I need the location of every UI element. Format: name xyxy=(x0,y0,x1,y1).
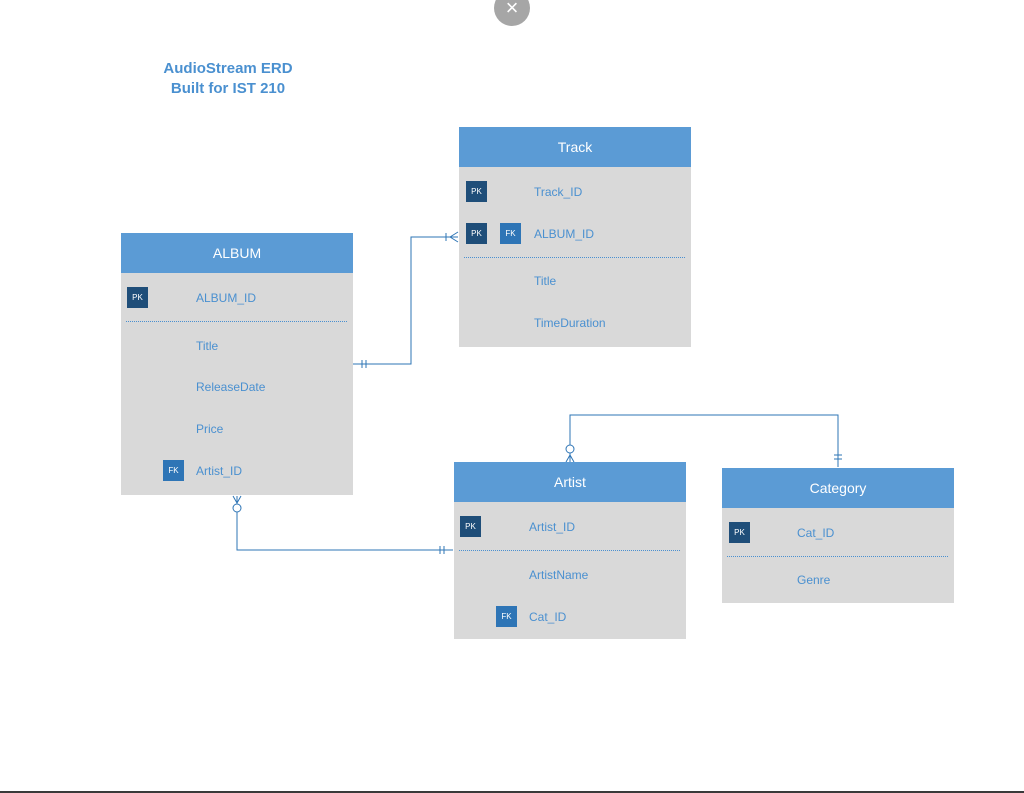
track-attr-row: Title xyxy=(459,270,691,292)
album-crowfoot-1 xyxy=(232,495,238,504)
album-zero-circle xyxy=(232,503,242,513)
artist-crowfoot-2 xyxy=(569,454,575,463)
category-key-divider xyxy=(727,556,948,557)
entity-track-header: Track xyxy=(459,127,691,167)
album-title-field: Title xyxy=(196,339,219,353)
artist-artistname-field: ArtistName xyxy=(529,568,589,582)
track-timeduration-field: TimeDuration xyxy=(534,316,606,330)
pk-badge: PK xyxy=(460,516,481,537)
entity-track[interactable]: Track PK Track_ID PK FK ALBUM_ID Title T… xyxy=(459,127,691,347)
artist-zero-circle xyxy=(565,444,575,454)
track-pk-field: Track_ID xyxy=(534,185,583,199)
album-fk-field: Artist_ID xyxy=(196,464,243,478)
album-track-relationship-line xyxy=(353,236,458,365)
close-button[interactable]: × xyxy=(494,0,530,26)
album-crowfoot-2 xyxy=(236,495,242,504)
artist-crowfoot-1 xyxy=(565,454,571,463)
diagram-title-line1: AudioStream ERD xyxy=(163,60,293,77)
fk-badge: FK xyxy=(496,606,517,627)
pk-badge: PK xyxy=(466,181,487,202)
track-crowfoot-2 xyxy=(449,236,459,243)
entity-artist[interactable]: Artist PK Artist_ID ArtistName FK Cat_ID xyxy=(454,462,686,639)
artist-attr-row: ArtistName xyxy=(454,564,686,586)
track-pkfk-field: ALBUM_ID xyxy=(534,227,595,241)
artist-pk-field: Artist_ID xyxy=(529,520,576,534)
artist-fk-field: Cat_ID xyxy=(529,610,567,624)
artist-pk-row: PK Artist_ID xyxy=(454,516,686,538)
artist-category-relationship-line xyxy=(569,414,839,467)
album-fk-row: FK Artist_ID xyxy=(121,460,353,482)
fk-badge: FK xyxy=(500,223,521,244)
pk-badge: PK xyxy=(127,287,148,308)
entity-artist-header: Artist xyxy=(454,462,686,502)
album-pk-field: ALBUM_ID xyxy=(196,291,257,305)
category-pk-row: PK Cat_ID xyxy=(722,522,954,544)
track-key-divider xyxy=(464,257,685,258)
diagram-subtitle: Built for IST 210 xyxy=(170,80,286,97)
track-attr-row: TimeDuration xyxy=(459,312,691,334)
album-releasedate-field: ReleaseDate xyxy=(196,380,266,394)
album-attr-row: Title xyxy=(121,335,353,357)
category-attr-row: Genre xyxy=(722,569,954,591)
album-key-divider xyxy=(126,321,347,322)
entity-album[interactable]: ALBUM PK ALBUM_ID Title ReleaseDate Pric… xyxy=(121,233,353,495)
album-artist-relationship-line xyxy=(236,496,453,551)
album-pk-row: PK ALBUM_ID xyxy=(121,287,353,309)
entity-category-header: Category xyxy=(722,468,954,508)
diagram-title: AudioStream ERD Built for IST 210 xyxy=(128,59,328,99)
album-price-field: Price xyxy=(196,422,224,436)
artist-key-divider xyxy=(459,550,680,551)
category-pk-field: Cat_ID xyxy=(797,526,835,540)
entity-category[interactable]: Category PK Cat_ID Genre xyxy=(722,468,954,603)
artist-fk-row: FK Cat_ID xyxy=(454,606,686,628)
category-genre-field: Genre xyxy=(797,573,831,587)
bottom-border xyxy=(0,791,1024,793)
entity-album-header: ALBUM xyxy=(121,233,353,273)
pk-badge: PK xyxy=(466,223,487,244)
album-attr-row: Price xyxy=(121,418,353,440)
fk-badge: FK xyxy=(163,460,184,481)
track-pk-row: PK Track_ID xyxy=(459,181,691,203)
track-title-field: Title xyxy=(534,274,557,288)
track-crowfoot-1 xyxy=(449,231,459,238)
close-icon: × xyxy=(505,0,519,20)
track-pkfk-row: PK FK ALBUM_ID xyxy=(459,223,691,245)
pk-badge: PK xyxy=(729,522,750,543)
album-attr-row: ReleaseDate xyxy=(121,376,353,398)
